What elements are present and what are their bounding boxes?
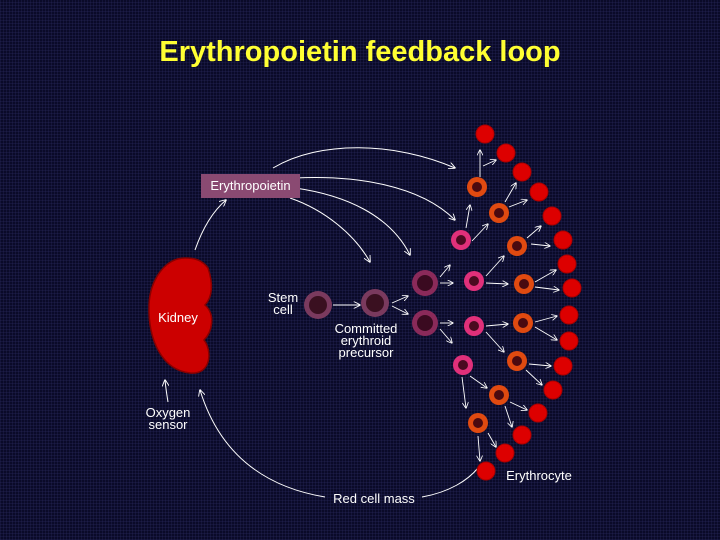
red-cell-mass-label: Red cell mass (333, 491, 415, 506)
mass-to-sensor-arrow (200, 390, 326, 498)
epo-to-precursor-arrow (289, 197, 370, 262)
kidney-to-epo-arrow (194, 200, 226, 251)
epo-to-top-cell-arrow (272, 147, 455, 168)
erythrocyte-label: Erythrocyte (506, 468, 572, 483)
stem-cell-label: Stem cell (267, 290, 299, 317)
epo-to-cells-arrow-1 (294, 177, 455, 220)
erythropoietin-box: Erythropoietin (201, 174, 300, 198)
oxygen-sensor-label: Oxygen sensor (145, 405, 191, 432)
epo-to-cells-arrow-2 (294, 187, 410, 255)
slide-title: Erythropoietin feedback loop (159, 36, 561, 68)
erythrocyte-to-mass-arrow (421, 467, 479, 498)
committed-precursor-label: Committed erythroid precursor (334, 321, 398, 360)
progenitor-cells (304, 289, 389, 319)
sensor-to-kidney-arrow (165, 380, 168, 403)
kidney-shape (148, 257, 213, 374)
branch-arrows (391, 150, 559, 461)
feedback-arrows (165, 147, 479, 498)
kidney-label: Kidney (158, 310, 198, 325)
erythrocytes (475, 124, 582, 481)
differentiating-cells (412, 177, 534, 433)
